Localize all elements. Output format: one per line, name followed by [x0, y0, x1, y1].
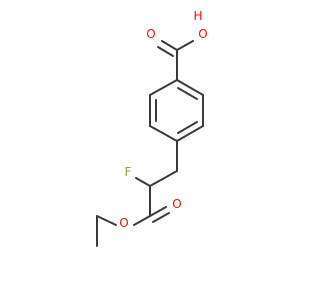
structure-canvas: H O O F O O [96, 9, 208, 247]
bond-ring-1 [176, 79, 204, 96]
bond-ring-3 [176, 125, 204, 142]
bond-carbonyl-double-1 [149, 206, 167, 217]
bond-carbonyl-to-o [133, 215, 151, 226]
bond-ch2-to-chf [149, 170, 178, 187]
bond-acid-c-o-double-2 [157, 46, 174, 57]
bond-chf-to-f [135, 177, 151, 187]
acid-carbonyl-oxygen-label: O [146, 27, 155, 41]
bond-ring-6 [149, 79, 178, 96]
side-chain [96, 140, 178, 247]
bond-ring-double-b [177, 121, 198, 134]
fluorine-label: F [125, 165, 132, 179]
bond-o-to-ch2 [96, 215, 117, 226]
ester-carbonyl-oxygen-label: O [172, 197, 181, 211]
bond-ring-double-a [177, 87, 198, 100]
acid-oh-hydrogen-label: H [193, 9, 202, 23]
molecule-drawing: H O O F O O [96, 9, 208, 247]
benzene-ring [149, 79, 204, 142]
ester-oxygen-label: O [119, 216, 128, 230]
bond-acid-c-oh [176, 40, 194, 51]
bond-acid-c-o-double-1 [161, 40, 178, 51]
carboxylic-acid-group [157, 40, 194, 81]
acid-oh-oxygen-label: O [198, 27, 207, 41]
bond-ring-4 [149, 125, 178, 142]
bond-carbonyl-double-2 [152, 212, 170, 223]
